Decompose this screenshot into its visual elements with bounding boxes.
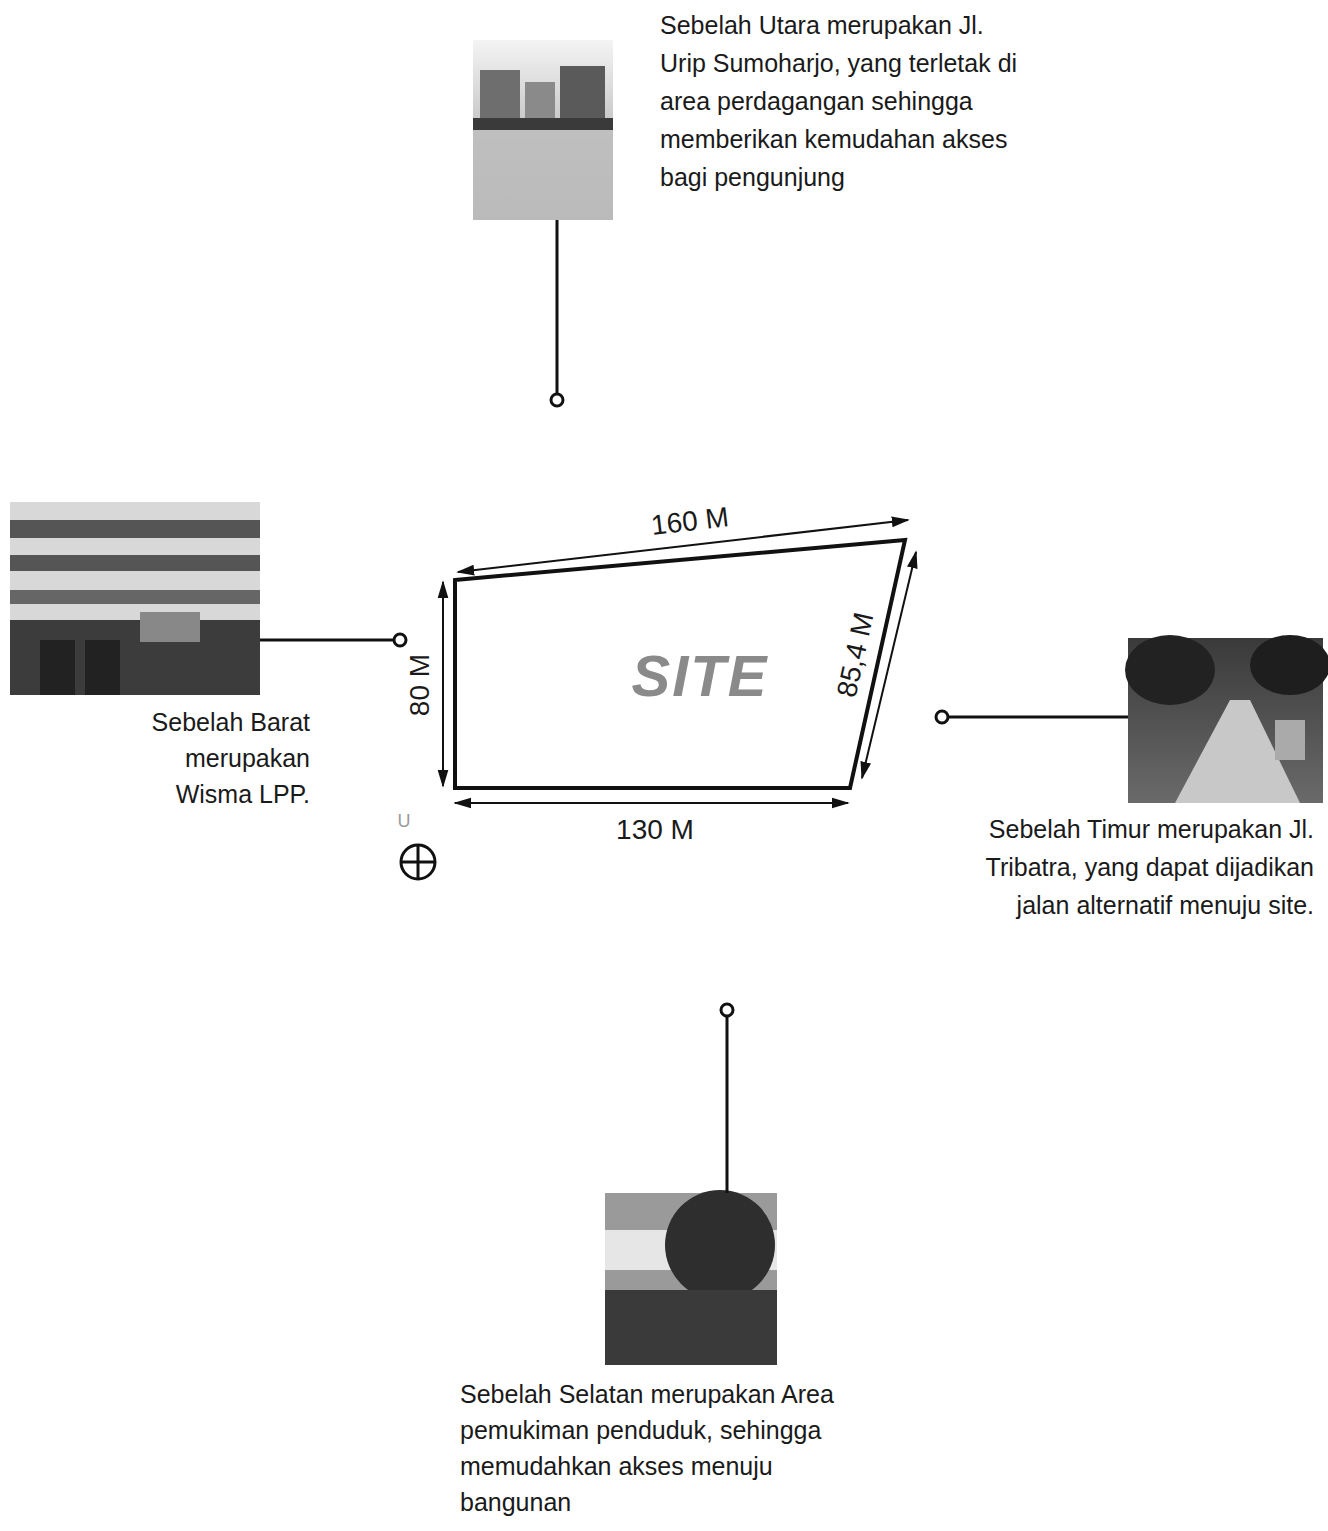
dimension-line: [442, 582, 444, 786]
leader-dot: [936, 711, 948, 723]
dimension-label: 80 M: [405, 651, 436, 719]
east-note: Sebelah Timur merupakan Jl. Tribatra, ya…: [962, 810, 1314, 924]
dimension-line: [455, 802, 848, 804]
dimension-label: 160 M: [647, 502, 734, 542]
leader-dot: [551, 394, 563, 406]
dimension-label: 130 M: [613, 815, 697, 846]
leader-line: [949, 716, 1128, 719]
north-letter: U: [395, 812, 414, 832]
south-photo: [605, 1190, 777, 1365]
north-note: Sebelah Utara merupakan Jl. Urip Sumohar…: [660, 6, 1030, 196]
north-symbol: [401, 845, 435, 879]
leader-line: [260, 639, 393, 642]
north-photo: [473, 40, 613, 220]
west-note: Sebelah Barat merupakan Wisma LPP.: [112, 704, 310, 812]
south-note: Sebelah Selatan merupakan Area pemukiman…: [460, 1376, 860, 1520]
east-photo: [1125, 635, 1328, 803]
leader-line: [726, 1017, 729, 1193]
leader-line: [556, 220, 559, 393]
west-photo: [10, 502, 260, 695]
leader-dot: [721, 1004, 733, 1016]
site-label: SITE: [632, 642, 769, 709]
leader-dot: [394, 634, 406, 646]
